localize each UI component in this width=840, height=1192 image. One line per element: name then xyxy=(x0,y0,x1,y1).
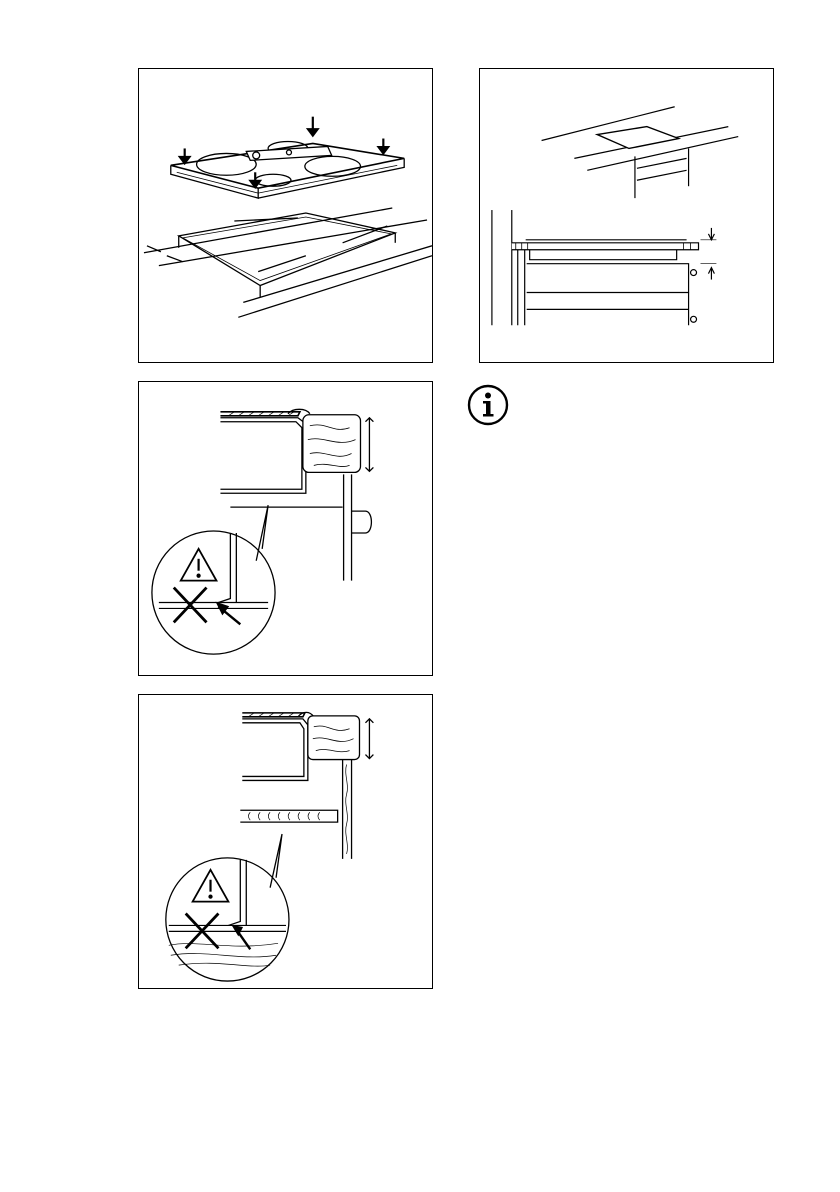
hob-installation-drawing xyxy=(139,69,432,362)
cross-section-drawing xyxy=(480,69,773,362)
shelf-clearance-drawing xyxy=(139,695,432,988)
information-icon xyxy=(466,383,510,427)
worktop-clearance-drawer-figure xyxy=(138,381,433,676)
hob-installation-figure xyxy=(138,68,433,363)
worktop-clearance-shelf-figure xyxy=(138,694,433,989)
hob-cross-section-figure xyxy=(479,68,774,363)
drawer-clearance-drawing xyxy=(139,382,432,675)
